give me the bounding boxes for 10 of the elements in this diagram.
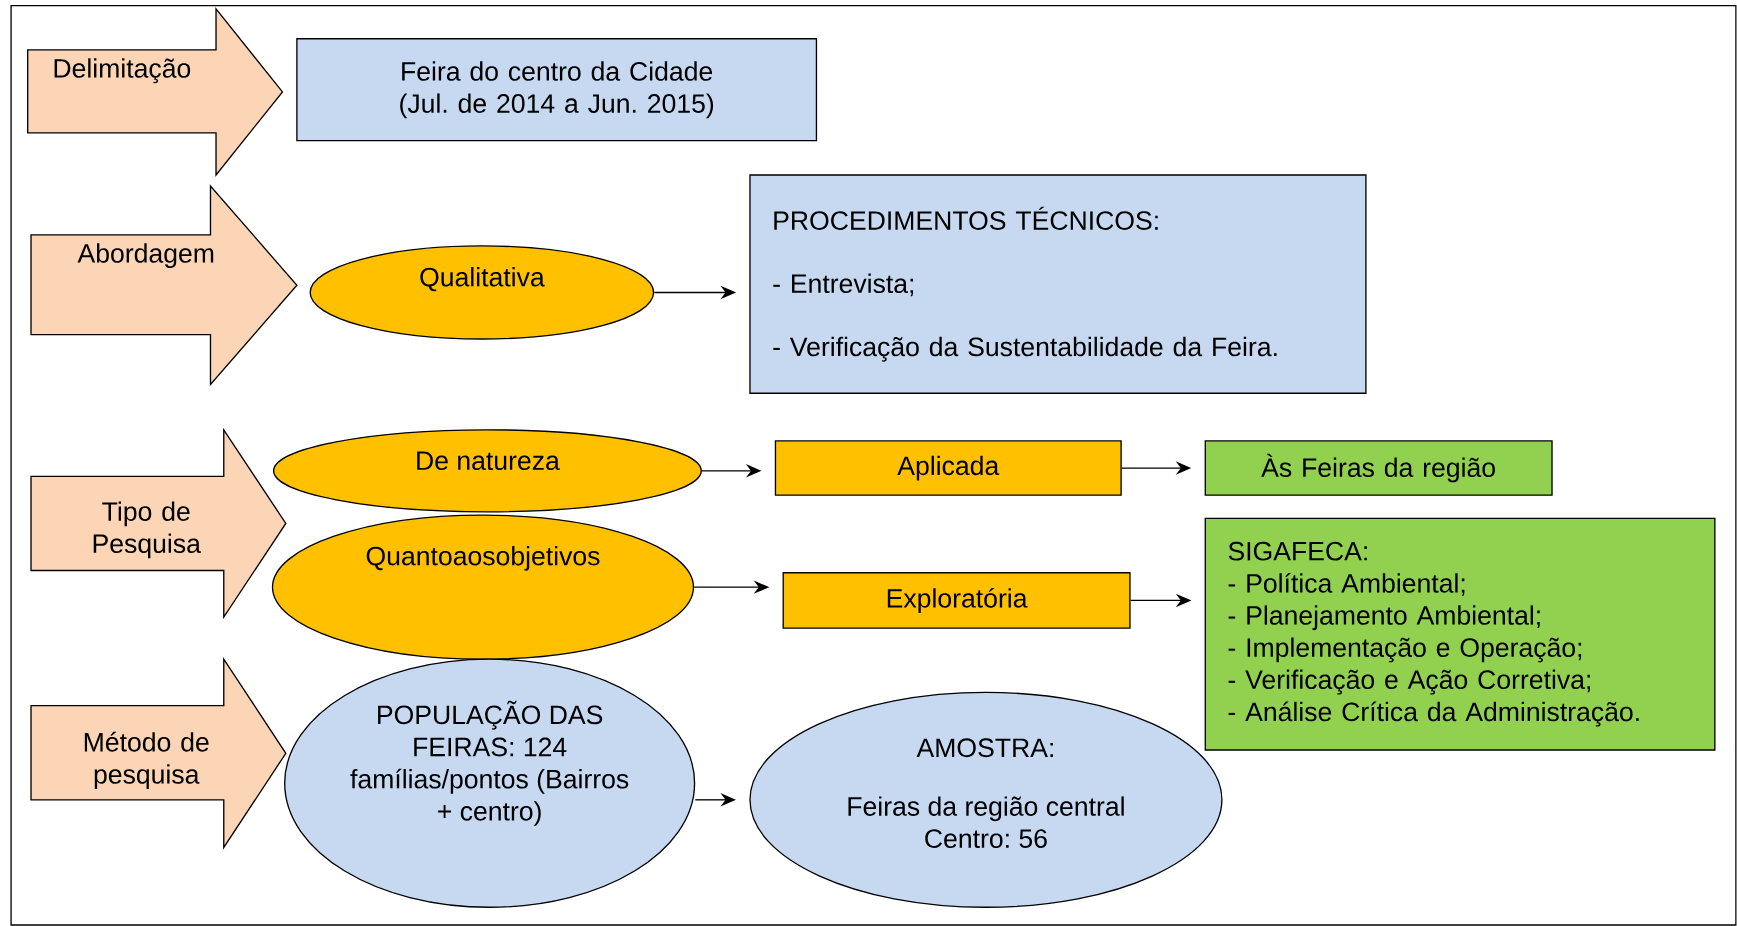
pointer-banner: Delimitação [27, 6, 284, 177]
pointer-banner: Abordagem [30, 184, 298, 387]
text-box: Exploratória [782, 572, 1131, 629]
pointer-banner: Método de pesquisa [30, 656, 287, 850]
pointer-banner: Tipo de Pesquisa [30, 427, 287, 620]
text-box: Aplicada [774, 440, 1122, 496]
text-box: Às Feiras da região [1204, 440, 1553, 496]
text-box: PROCEDIMENTOS TÉCNICOS: - Entrevista; - Verificação da Sustentabilidade da Feira. [749, 174, 1367, 394]
text-box: Feira do centro da Cidade (Jul. de 2014 a Jun. 2015) [296, 38, 818, 142]
text-box: SIGAFECA: - Política Ambiental; - Planejamento Ambiental; - Implementação e Operação; - Verificação e Ação Corretiva; - Análise Crítica da Administração. [1204, 517, 1716, 751]
